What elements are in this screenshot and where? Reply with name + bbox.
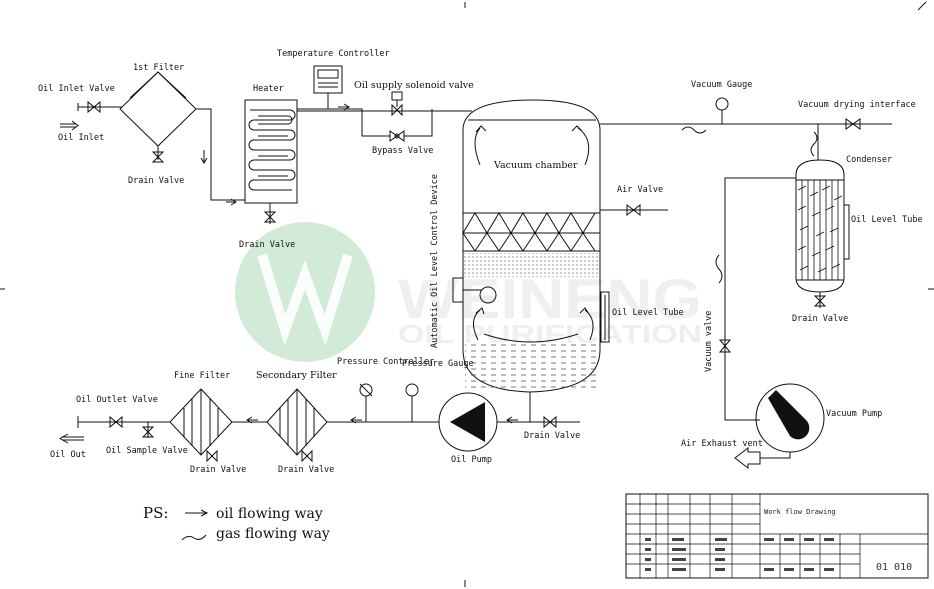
vacuum-gauge-label: Vacuum Gauge — [691, 80, 752, 90]
air-valve: Air Valve — [600, 185, 668, 217]
condenser-label: Condenser — [846, 155, 892, 165]
legend-oil-arrow-icon — [185, 509, 209, 517]
secondary-filter: Secondary Filter Drain Valve — [256, 370, 337, 475]
secondary-filter-drain-valve-icon[interactable] — [301, 449, 313, 463]
bypass-valve-icon[interactable] — [389, 130, 405, 142]
legend-oil-text: oil flowing way — [216, 506, 323, 522]
air-exhaust-vent-label: Air Exhaust vent — [681, 439, 763, 449]
fine-filter: Fine Filter Drain Valve — [169, 371, 246, 475]
vacuum-valve-label: Vacuum valve — [704, 311, 714, 372]
condenser-oil-level-tube-label: Oil Level Tube — [851, 215, 923, 225]
oil-out-arrow-icon — [58, 433, 84, 444]
legend: PS: oil flowing way gas flowing way — [143, 504, 330, 542]
oil-supply-solenoid-valve: Oil supply solenoid valve — [354, 80, 474, 117]
vacuum-valve-icon[interactable] — [718, 339, 732, 353]
title-block: Work flow Drawing 01 010 — [625, 493, 929, 579]
auto-oil-level-label: Automatic Oil Level Control Device — [430, 174, 440, 348]
secondary-filter-drain-label: Drain Valve — [278, 465, 334, 475]
pressure-controller: Pressure Controller — [337, 357, 434, 422]
first-filter: 1st Filter Drain Valve — [119, 63, 197, 186]
legend-gas-text: gas flowing way — [216, 526, 330, 542]
fine-filter-drain-label: Drain Valve — [190, 465, 246, 475]
oil-pump-icon[interactable] — [450, 402, 485, 442]
pressure-controller-label: Pressure Controller — [337, 357, 434, 367]
legend-gas-wave-icon — [181, 534, 207, 541]
watermark: WEINENG OIL PURIFICATION — [235, 222, 702, 362]
vacuum-pump-label: Vacuum Pump — [826, 409, 882, 419]
condenser: Condenser Oil Level Tube Drain Valve — [792, 124, 923, 324]
temperature-controller: Temperature Controller — [277, 49, 390, 109]
bypass-valve-label: Bypass Valve — [372, 146, 433, 156]
first-filter-drain-valve-icon[interactable] — [151, 151, 165, 163]
chamber-drain-valve-icon[interactable] — [543, 415, 557, 429]
oil-out-label: Oil Out — [50, 450, 86, 460]
solenoid-valve-label: Oil supply solenoid valve — [354, 80, 474, 91]
air-exhaust-arrow-icon — [734, 446, 761, 470]
oil-outlet-valve-icon[interactable] — [109, 415, 123, 429]
pressure-gauge-icon — [405, 383, 419, 397]
condenser-drain-label: Drain Valve — [792, 314, 848, 324]
pressure-gauge: Pressure Gauge — [402, 359, 474, 422]
fine-filter-drain-valve-icon[interactable] — [206, 449, 218, 463]
air-valve-icon[interactable] — [626, 203, 641, 217]
condenser-drain-valve-icon[interactable] — [813, 295, 827, 307]
temperature-controller-label: Temperature Controller — [277, 49, 390, 59]
oil-inlet-valve-icon[interactable] — [87, 100, 101, 114]
vacuum-valve: Vacuum valve — [704, 311, 732, 372]
oil-inlet-valve-label: Oil Inlet Valve — [38, 84, 115, 94]
heater-drain-valve-icon[interactable] — [263, 211, 277, 223]
air-valve-label: Air Valve — [617, 185, 663, 195]
first-filter-label: 1st Filter — [133, 63, 184, 73]
vacuum-pump-icon[interactable] — [768, 390, 810, 440]
chamber-drain-label: Drain Valve — [524, 431, 580, 441]
oil-inlet-label: Oil Inlet — [58, 133, 104, 143]
vacuum-chamber-label: Vacuum chamber — [493, 160, 578, 171]
oil-outlet-valve: Oil Outlet Valve — [76, 395, 158, 429]
vacuum-gauge: Vacuum Gauge — [691, 80, 752, 124]
chamber-oil-level-tube-label: Oil Level Tube — [612, 308, 684, 318]
oil-outlet-valve-label: Oil Outlet Valve — [76, 395, 158, 405]
legend-ps: PS: — [143, 504, 168, 522]
vacuum-drying-interface-label: Vacuum drying interface — [798, 100, 916, 110]
oil-sample-valve-icon[interactable] — [141, 426, 155, 438]
watermark-logo-w — [257, 253, 353, 346]
pressure-gauge-label: Pressure Gauge — [402, 359, 474, 369]
vacuum-chamber: Vacuum chamber Automatic Oil Level Contr… — [430, 99, 684, 393]
vacuum-gauge-icon — [715, 97, 729, 111]
oil-pump-label: Oil Pump — [451, 455, 492, 465]
mist-zone — [464, 253, 599, 277]
first-filter-drain-label: Drain Valve — [128, 176, 184, 186]
title-block-drawing-no: 01 010 — [876, 562, 912, 573]
oil-pump: Oil Pump — [438, 392, 498, 465]
watermark-brand: WEINENG — [398, 267, 702, 330]
oil-inlet-group: Oil Inlet Valve Oil Inlet — [38, 84, 122, 143]
vacuum-drying-interface: Vacuum drying interface — [798, 100, 916, 130]
fine-filter-label: Fine Filter — [174, 371, 230, 381]
title-block-drawing-name: Work flow Drawing — [764, 508, 836, 516]
heater-label: Heater — [253, 84, 284, 94]
oil-sample-valve: Oil Sample Valve — [106, 422, 188, 456]
secondary-filter-label: Secondary Filter — [256, 370, 337, 381]
bypass-valve: Bypass Valve — [372, 130, 433, 156]
solenoid-valve-icon[interactable] — [391, 91, 403, 101]
oil-sample-valve-label: Oil Sample Valve — [106, 446, 188, 456]
vacuum-pump: Vacuum Pump Air Exhaust vent — [681, 383, 882, 470]
watermark-logo — [235, 222, 375, 362]
heater-drain-label: Drain Valve — [239, 240, 295, 250]
vacuum-drying-interface-valve-icon[interactable] — [845, 118, 861, 130]
heater: Heater Drain Valve — [239, 84, 298, 250]
oil-inlet-arrow-icon — [60, 120, 79, 131]
